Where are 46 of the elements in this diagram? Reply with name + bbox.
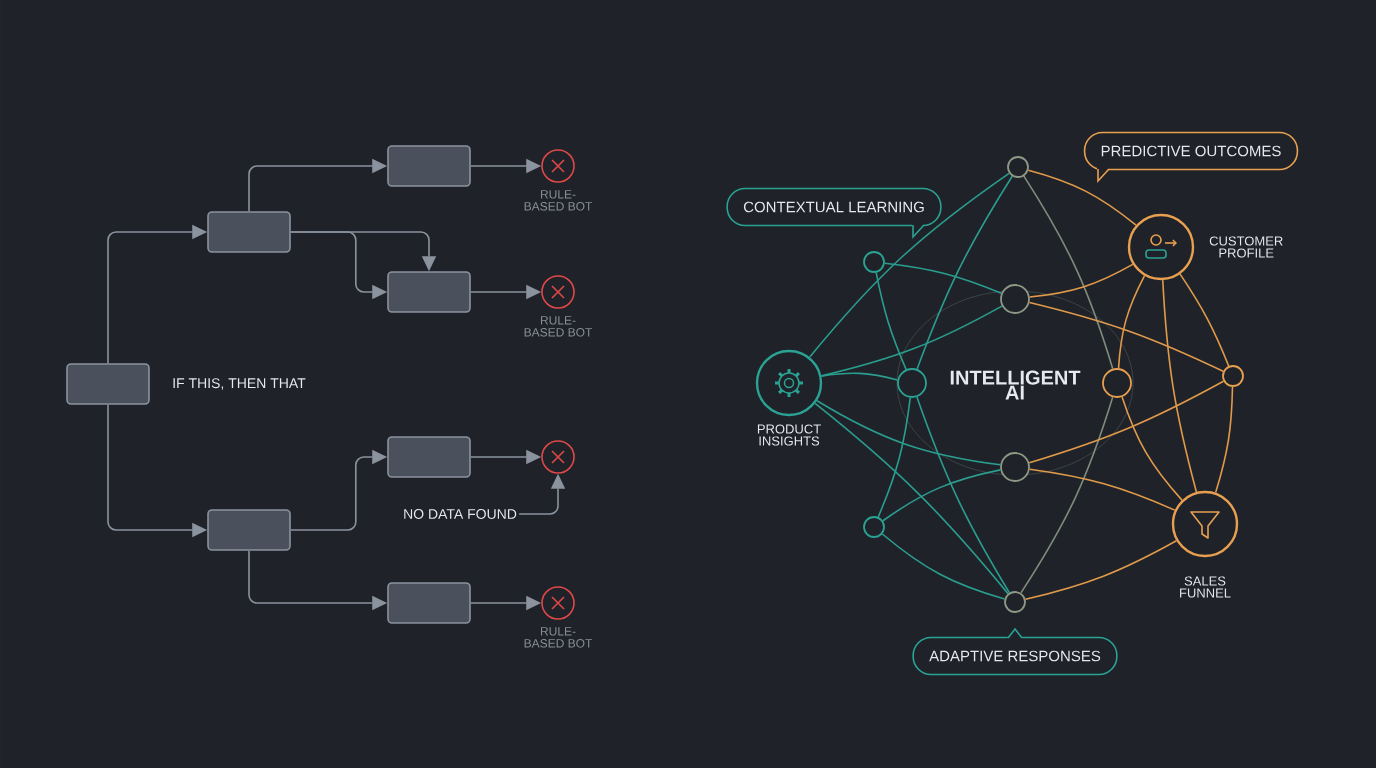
speech-bubble: ADAPTIVE RESPONSES	[912, 627, 1118, 676]
connector-line	[816, 399, 1002, 466]
flow-box	[387, 145, 471, 187]
connector-line	[820, 372, 899, 381]
node-label: SALES FUNNEL	[1180, 576, 1231, 598]
connector-line	[1214, 386, 1234, 494]
flow-box	[387, 271, 471, 313]
connector-line	[877, 397, 912, 518]
connector-line	[884, 262, 1003, 295]
network-node	[1000, 284, 1030, 314]
flow-box	[207, 509, 291, 551]
connector-line	[1027, 169, 1137, 226]
connector-line	[1028, 263, 1134, 298]
speech-bubble: CONTEXTUAL LEARNING	[726, 187, 942, 240]
connector-line	[814, 402, 1009, 595]
connector-line	[1028, 301, 1224, 373]
connector-line	[1161, 279, 1198, 493]
caption-text: RULE-BASED BOT	[524, 316, 593, 337]
node-label: PRODUCT INSIGHTS	[757, 424, 821, 446]
speech-bubble: PREDICTIVE OUTCOMES	[1083, 131, 1299, 184]
caption-text: IF THIS, THEN THAT	[173, 378, 306, 390]
connector-line	[1023, 175, 1114, 370]
connector-line	[1028, 468, 1176, 511]
center-title: INTELLIGENT AI	[950, 370, 1081, 400]
connector-line	[1121, 396, 1183, 501]
error-icon	[541, 440, 575, 474]
connector-line	[1117, 274, 1146, 369]
connector-line	[916, 175, 1013, 370]
network-node	[1102, 368, 1132, 398]
connector-line	[1020, 396, 1114, 594]
flow-box	[387, 436, 471, 478]
connector-line	[875, 271, 907, 371]
caption-text: RULE-BASED BOT	[524, 190, 593, 211]
flow-box	[387, 582, 471, 624]
connector-line	[1028, 380, 1225, 464]
connector-line	[1179, 273, 1230, 367]
connector-line	[882, 469, 1002, 522]
note-text: NO DATA FOUND	[404, 509, 517, 519]
caption-text: RULE-BASED BOT	[524, 627, 593, 648]
connector-line	[1024, 539, 1178, 601]
flow-box	[207, 211, 291, 253]
connector-line	[916, 396, 1011, 594]
node-label: CUSTOMER PROFILE	[1209, 236, 1283, 258]
network-node	[897, 368, 927, 398]
connector-line	[808, 172, 1010, 358]
connector-line	[881, 533, 1006, 600]
